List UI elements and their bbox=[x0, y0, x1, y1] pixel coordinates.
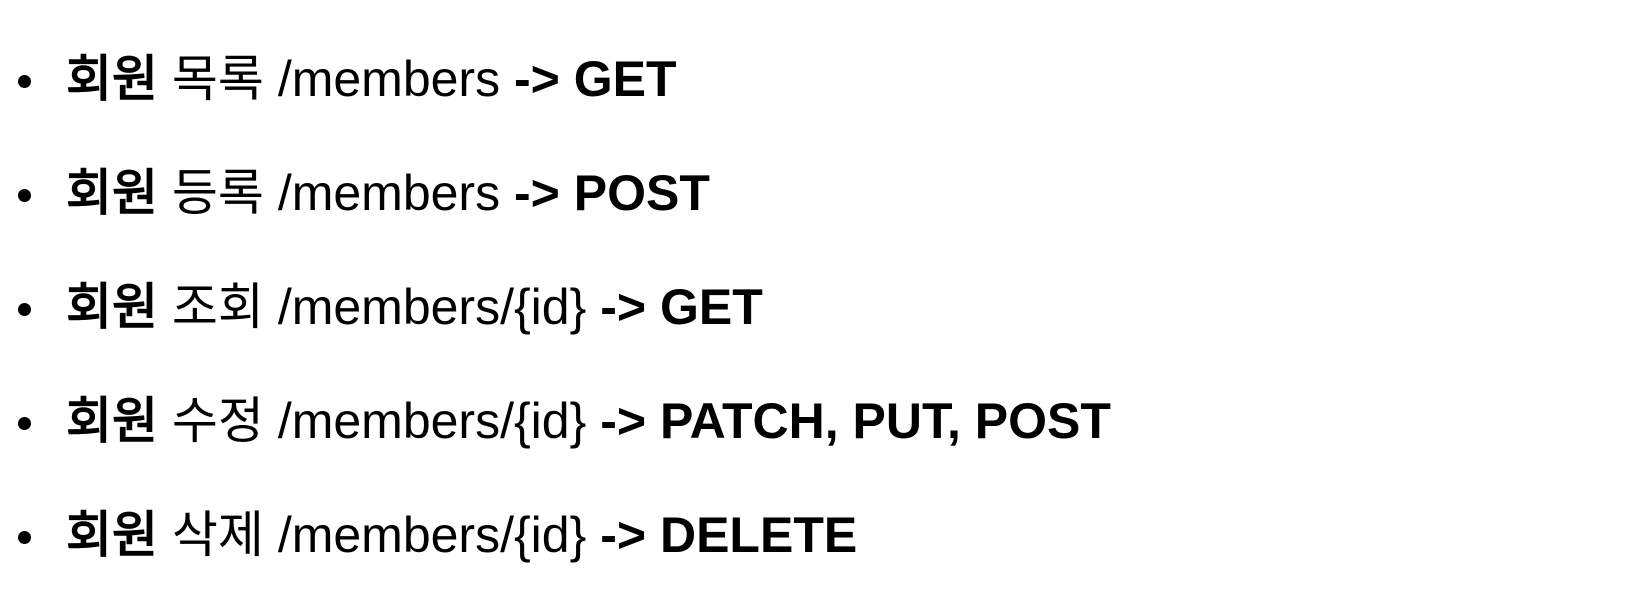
arrow-symbol: -> bbox=[600, 507, 647, 563]
subject-label: 회원 bbox=[66, 51, 158, 107]
endpoint-path: /members bbox=[277, 51, 501, 107]
bullet-icon bbox=[18, 417, 31, 430]
arrow-symbol: -> bbox=[600, 279, 647, 335]
action-label: 등록 bbox=[171, 165, 264, 221]
arrow-symbol: -> bbox=[513, 51, 560, 107]
subject-label: 회원 bbox=[66, 165, 158, 221]
list-item-member-edit: 회원 수정 /members/{id} -> PATCH, PUT, POST bbox=[0, 366, 1634, 480]
endpoint-path: /members/{id} bbox=[277, 393, 587, 449]
http-methods: GET bbox=[659, 279, 763, 335]
http-methods: PATCH, PUT, POST bbox=[659, 393, 1111, 449]
arrow-symbol: -> bbox=[513, 165, 560, 221]
subject-label: 회원 bbox=[66, 279, 158, 335]
endpoint-path: /members/{id} bbox=[277, 507, 587, 563]
subject-label: 회원 bbox=[66, 393, 158, 449]
http-methods: POST bbox=[573, 165, 710, 221]
action-label: 목록 bbox=[171, 51, 264, 107]
bullet-icon bbox=[18, 189, 31, 202]
endpoint-path: /members/{id} bbox=[277, 279, 587, 335]
action-label: 삭제 bbox=[171, 507, 264, 563]
bullet-icon bbox=[18, 75, 31, 88]
bullet-icon bbox=[18, 303, 31, 316]
subject-label: 회원 bbox=[66, 507, 158, 563]
list-item-member-register: 회원 등록 /members -> POST bbox=[0, 138, 1634, 252]
bullet-icon bbox=[18, 531, 31, 544]
http-methods: GET bbox=[573, 51, 677, 107]
arrow-symbol: -> bbox=[600, 393, 647, 449]
api-endpoint-list: 회원 목록 /members -> GET 회원 등록 /members -> … bbox=[0, 24, 1634, 594]
list-item-member-list: 회원 목록 /members -> GET bbox=[0, 24, 1634, 138]
list-item-member-view: 회원 조회 /members/{id} -> GET bbox=[0, 252, 1634, 366]
list-item-member-delete: 회원 삭제 /members/{id} -> DELETE bbox=[0, 480, 1634, 594]
endpoint-path: /members bbox=[277, 165, 501, 221]
action-label: 수정 bbox=[171, 393, 264, 449]
action-label: 조회 bbox=[171, 279, 264, 335]
http-methods: DELETE bbox=[659, 507, 858, 563]
